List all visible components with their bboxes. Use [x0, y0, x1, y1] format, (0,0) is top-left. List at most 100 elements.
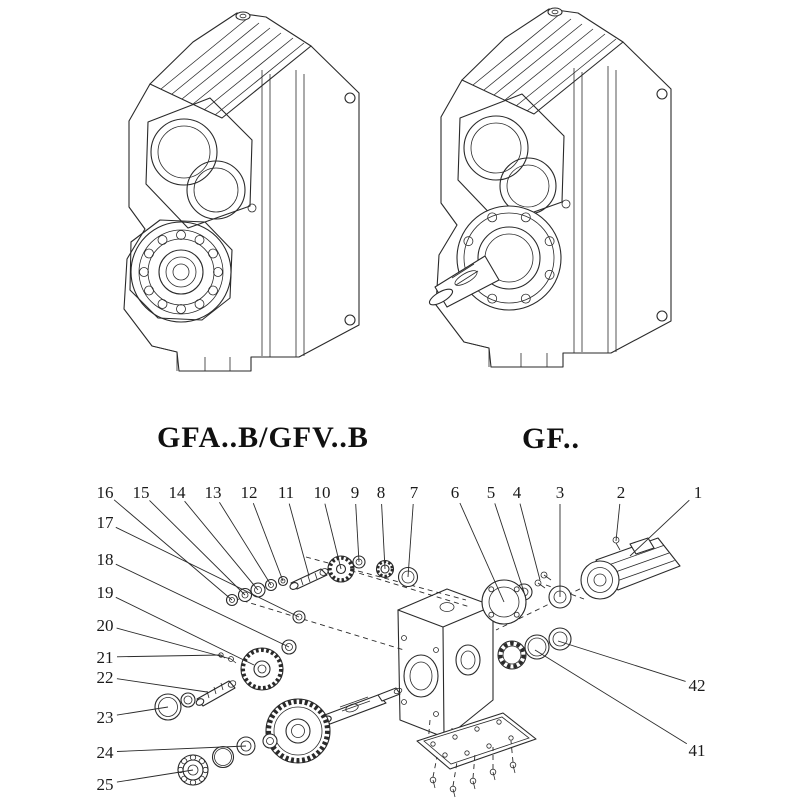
callout-number-1: 1	[694, 483, 703, 502]
leader-line-17	[115, 526, 300, 618]
gearbox-drawing-hollow-shaft	[123, 11, 360, 372]
motor	[580, 536, 681, 600]
callout-number-11: 11	[278, 483, 294, 502]
leader-line-11	[288, 503, 310, 577]
leader-line-7	[407, 503, 414, 578]
cooling-ribs	[472, 13, 617, 112]
callout-number-24: 24	[97, 743, 115, 762]
output-shaft-exploded	[318, 687, 403, 725]
output-shaft	[428, 255, 500, 308]
callout-number-4: 4	[513, 483, 522, 502]
cooling-ribs	[160, 17, 305, 116]
top-plug	[547, 7, 563, 17]
bearing-balls	[139, 230, 223, 314]
callout-number-15: 15	[133, 483, 150, 502]
output-ring	[524, 634, 550, 660]
corner-bolt-bottom	[344, 314, 356, 326]
roof-edges	[149, 45, 312, 119]
callout-number-5: 5	[487, 483, 496, 502]
housing-face-holes	[401, 635, 439, 717]
lower-bore	[186, 160, 246, 220]
foot-notches	[151, 345, 231, 371]
leader-line-8	[381, 503, 386, 570]
boss-screw	[247, 203, 257, 213]
callout-number-3: 3	[556, 483, 565, 502]
flange-straps	[573, 66, 617, 353]
gearbox-drawing-solid-shaft	[428, 7, 672, 368]
corner-bolt-top	[344, 92, 356, 104]
callout-number-23: 23	[97, 708, 114, 727]
callout-number-41: 41	[689, 741, 706, 760]
leader-line-13	[219, 501, 272, 586]
output-bearing-part	[497, 640, 527, 670]
leader-line-14	[184, 500, 259, 591]
leader-line-21	[116, 654, 222, 658]
leader-line-6	[459, 502, 505, 603]
callout-number-13: 13	[205, 483, 222, 502]
leader-line-42	[557, 640, 686, 682]
top-plug	[235, 11, 251, 21]
callout-number-17: 17	[97, 513, 115, 532]
boss-screw	[561, 199, 571, 209]
leader-line-41	[534, 649, 688, 745]
model-label-gfab-gfvb: GFA..B/GFV..B	[157, 421, 369, 454]
flange-bolt-holes	[463, 212, 555, 304]
snap-ring	[211, 745, 235, 769]
roof-edges	[461, 41, 624, 115]
output-bearing	[130, 221, 232, 323]
bottom-cover-plate	[416, 712, 537, 770]
leader-line-4	[519, 503, 541, 581]
ring-22b	[180, 692, 196, 708]
upper-bore	[463, 115, 529, 181]
callout-number-8: 8	[377, 483, 386, 502]
leader-line-23	[116, 706, 169, 716]
callout-number-22: 22	[97, 668, 114, 687]
output-seal	[548, 627, 572, 651]
gear-19	[240, 647, 284, 691]
leader-line-12	[252, 503, 284, 582]
leader-line-19	[115, 596, 255, 666]
leader-line-16	[113, 499, 233, 601]
plate-holes	[430, 719, 514, 758]
corner-bolt-bottom	[656, 310, 668, 322]
flange-screws	[534, 571, 552, 589]
output-gear	[265, 698, 331, 764]
callout-number-18: 18	[97, 550, 114, 569]
pinion-shaft-11	[289, 568, 329, 590]
foot-notches	[463, 341, 548, 367]
callout-number-12: 12	[241, 483, 258, 502]
callout-number-6: 6	[451, 483, 460, 502]
callout-number-42: 42	[689, 676, 706, 695]
callout-number-10: 10	[314, 483, 331, 502]
corner-bolt-top	[656, 88, 668, 100]
cover-screws	[429, 740, 517, 798]
callout-number-19: 19	[97, 583, 114, 602]
upper-bore	[150, 118, 218, 186]
bore-boss	[457, 93, 565, 225]
leader-line-20	[116, 627, 232, 660]
callout-number-2: 2	[617, 483, 626, 502]
leader-line-15	[149, 500, 246, 596]
leader-line-25	[116, 769, 194, 783]
leader-line-1	[629, 499, 690, 557]
leader-line-9	[355, 503, 360, 563]
leader-line-5	[494, 503, 525, 593]
leader-line-22	[116, 678, 208, 693]
callout-number-14: 14	[169, 483, 187, 502]
bore-boss	[145, 97, 253, 229]
housing-outline	[435, 8, 672, 368]
callout-number-7: 7	[410, 483, 419, 502]
callout-number-16: 16	[97, 483, 114, 502]
leader-line-18	[115, 563, 290, 648]
callout-number-21: 21	[97, 648, 114, 667]
screw-20	[228, 656, 237, 664]
output-flange	[456, 205, 562, 311]
flange-straps	[261, 70, 305, 357]
washer-24b	[262, 733, 278, 749]
pinion-shaft-22	[195, 680, 237, 707]
model-label-gf: GF..	[522, 422, 580, 455]
exploded-housing	[397, 588, 494, 739]
exploded-view: 1615141312111098765432117181920212223242…	[97, 483, 706, 798]
